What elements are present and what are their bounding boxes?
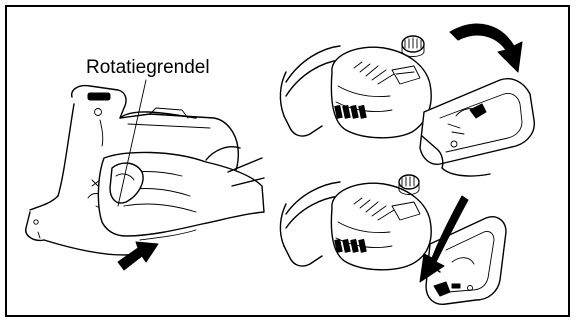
push-arrow-icon xyxy=(118,242,158,270)
engine-top-drawing xyxy=(280,36,534,176)
handle-grip-drawing xyxy=(26,86,264,255)
engine-bottom-drawing xyxy=(280,175,506,304)
rotate-clockwise-arrow-icon xyxy=(450,24,522,72)
rotation-lock-label: Rotatiegrendel xyxy=(86,57,210,79)
